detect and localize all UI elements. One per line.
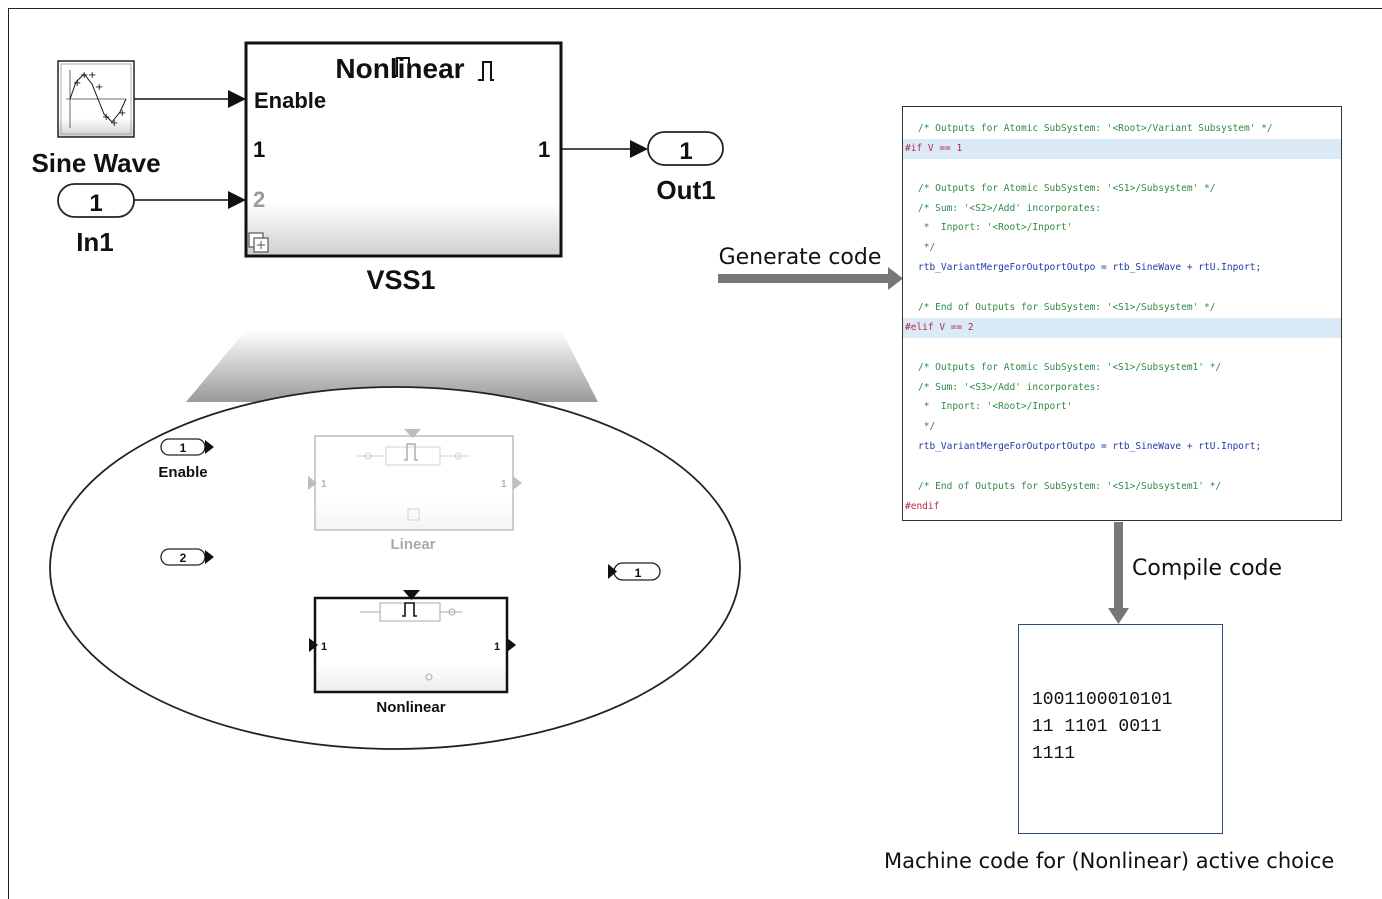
- generate-code-label: Generate code: [719, 245, 882, 270]
- generated-code-panel: /* Outputs for Atomic SubSystem: '<Root>…: [902, 106, 1342, 521]
- svg-text:+: +: [88, 70, 96, 81]
- code-line: * Inport: '<Root>/Inport': [918, 222, 1073, 234]
- compile-code-label: Compile code: [1132, 556, 1282, 581]
- vss1-subsystem-block[interactable]: Nonlinear Enable 1 2 1: [244, 41, 563, 258]
- linear-in-port: 1: [321, 479, 327, 490]
- variant-subsystem-icon: [248, 232, 269, 253]
- linear-out-port: 1: [501, 479, 507, 490]
- out1-label: Out1: [656, 175, 715, 205]
- in1-port[interactable]: 1: [57, 183, 135, 218]
- code-line: */: [918, 242, 936, 254]
- input-port-1-label: 1: [253, 137, 265, 162]
- inner-outport-1[interactable]: 1: [608, 562, 661, 581]
- inner-enable-port-number: 1: [180, 441, 187, 455]
- zoom-lens-beam: [186, 330, 598, 402]
- nonlinear-out-port: 1: [494, 641, 500, 653]
- preprocessor-line: #endif: [905, 500, 940, 512]
- connection-in1-to-port2: [134, 191, 246, 209]
- machine-code-line: 1001100010101: [1032, 690, 1173, 710]
- code-line: /* Outputs for Atomic SubSystem: '<S1>/S…: [918, 182, 1216, 194]
- out1-port-number: 1: [679, 138, 692, 165]
- preprocessor-line: #elif V == 2: [903, 317, 1341, 338]
- connection-vss1-to-out1: [561, 140, 648, 158]
- zoom-ellipse: [49, 386, 741, 750]
- code-line: */: [918, 421, 936, 433]
- sine-wave-label: Sine Wave: [31, 148, 160, 178]
- machine-code-line: 1111: [1032, 744, 1076, 764]
- compile-code-arrow: [1108, 522, 1129, 624]
- inner-inport-2[interactable]: 2: [160, 548, 214, 566]
- code-line: [903, 159, 1341, 179]
- code-line: /* Sum: '<S3>/Add' incorporates:: [918, 381, 1102, 393]
- machine-code-line: 11 1101 0011: [1032, 717, 1162, 737]
- svg-text:+: +: [102, 112, 110, 123]
- code-line: /* Outputs for Atomic SubSystem: '<S1>/S…: [918, 361, 1222, 373]
- preprocessor-line: #if V == 1: [903, 138, 1341, 159]
- code-line: /* End of Outputs for SubSystem: '<S1>/S…: [918, 302, 1216, 314]
- inner-outport-1-number: 1: [635, 566, 642, 580]
- vss1-label: VSS1: [366, 265, 435, 295]
- code-line: * Inport: '<Root>/Inport': [918, 401, 1073, 413]
- inner-enable-port[interactable]: 1: [160, 438, 214, 456]
- code-line: [903, 338, 1341, 358]
- input-port-2-label: 2: [253, 187, 265, 212]
- code-line: /* Sum: '<S2>/Add' incorporates:: [918, 202, 1102, 214]
- code-line: rtb_VariantMergeForOutportOutpo = rtb_Si…: [918, 262, 1262, 274]
- in1-port-number: 1: [89, 190, 102, 217]
- code-line: rtb_VariantMergeForOutportOutpo = rtb_Si…: [918, 441, 1262, 453]
- nonlinear-label: Nonlinear: [376, 699, 445, 716]
- pulse-icon: [392, 57, 494, 81]
- svg-text:+: +: [118, 108, 126, 119]
- svg-text:+: +: [73, 78, 81, 89]
- sine-wave-block[interactable]: +++ +++ +: [57, 60, 135, 138]
- code-line: /* End of Outputs for SubSystem: '<S1>/S…: [918, 481, 1222, 493]
- svg-text:+: +: [95, 82, 103, 93]
- sine-sample-marks: +++ +++ +: [73, 70, 126, 129]
- linear-label: Linear: [390, 536, 435, 553]
- linear-variant-block[interactable]: 1 1: [308, 429, 522, 531]
- code-line: [903, 278, 1341, 298]
- machine-code-box: 1001100010101 11 1101 0011 1111: [1018, 624, 1223, 834]
- out1-port[interactable]: 1: [647, 131, 724, 166]
- figure-frame: [8, 8, 1382, 899]
- connection-sine-to-enable: [134, 90, 246, 108]
- code-lines: /* Outputs for Atomic SubSystem: '<Root>…: [903, 119, 1341, 517]
- code-line: [903, 457, 1341, 477]
- nonlinear-variant-block[interactable]: 1 1: [309, 590, 516, 694]
- code-line: /* Outputs for Atomic SubSystem: '<Root>…: [918, 123, 1273, 134]
- enable-port-label: Enable: [254, 88, 326, 113]
- svg-text:+: +: [110, 118, 118, 129]
- machine-code-caption: Machine code for (Nonlinear) active choi…: [884, 849, 1335, 873]
- svg-text:+: +: [80, 70, 88, 81]
- inner-inport-2-number: 2: [180, 551, 187, 565]
- output-port-1-label: 1: [538, 137, 550, 162]
- in1-label: In1: [76, 227, 114, 257]
- generate-code-arrow: [718, 267, 903, 290]
- inner-enable-label: Enable: [158, 464, 207, 481]
- nonlinear-in-port: 1: [321, 641, 327, 653]
